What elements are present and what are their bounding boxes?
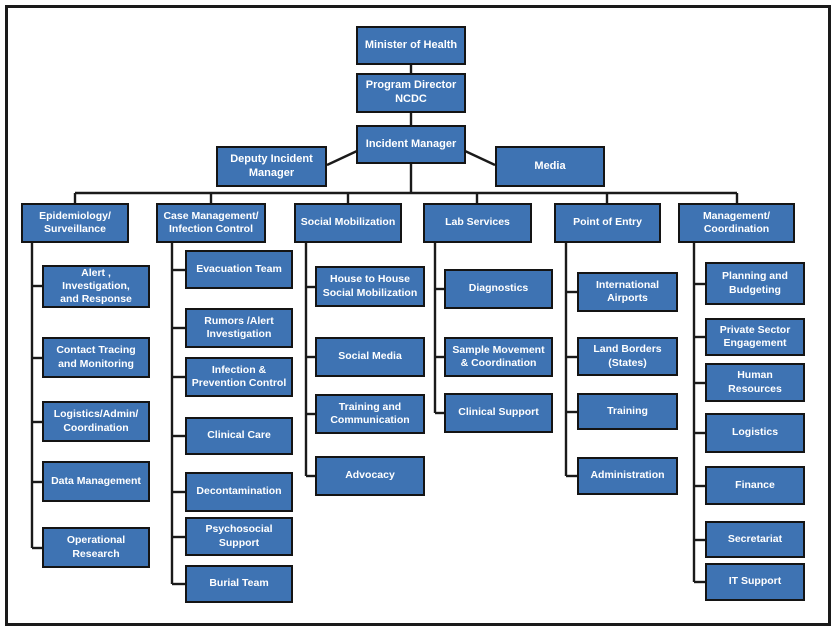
node-logistics: Logistics (705, 413, 805, 453)
node-header-social-mobilization: Social Mobilization (294, 203, 402, 243)
node-land-borders-states: Land Borders (States) (577, 337, 678, 376)
node-contact-tracing-monitoring: Contact Tracing and Monitoring (42, 337, 150, 378)
node-administration: Administration (577, 457, 678, 495)
node-incident-manager: Incident Manager (356, 125, 466, 164)
node-social-media: Social Media (315, 337, 425, 377)
node-media: Media (495, 146, 605, 187)
node-human-resources: Human Resources (705, 363, 805, 402)
node-rumors-alert-investigation: Rumors /Alert Investigation (185, 308, 293, 348)
node-secretariat: Secretariat (705, 521, 805, 558)
node-sample-movement-coordination: Sample Movement & Coordination (444, 337, 553, 377)
node-header-management-coordination: Management/ Coordination (678, 203, 795, 243)
node-training: Training (577, 393, 678, 430)
node-logistics-admin-coordination: Logistics/Admin/ Coordination (42, 401, 150, 442)
node-program-director-ncdc: Program Director NCDC (356, 73, 466, 113)
node-training-and-communication: Training and Communication (315, 394, 425, 434)
node-header-point-of-entry: Point of Entry (554, 203, 661, 243)
node-deputy-incident-manager: Deputy Incident Manager (216, 146, 327, 187)
node-infection-prevention-control: Infection & Prevention Control (185, 357, 293, 397)
node-psychosocial-support: Psychosocial Support (185, 517, 293, 556)
node-decontamination: Decontamination (185, 472, 293, 512)
node-data-management: Data Management (42, 461, 150, 502)
node-clinical-care: Clinical Care (185, 417, 293, 455)
node-header-lab-services: Lab Services (423, 203, 532, 243)
node-operational-research: Operational Research (42, 527, 150, 568)
node-header-case-management-infection-control: Case Management/ Infection Control (156, 203, 266, 243)
node-finance: Finance (705, 466, 805, 505)
node-planning-and-budgeting: Planning and Budgeting (705, 262, 805, 305)
node-header-epidemiology-surveillance: Epidemiology/ Surveillance (21, 203, 129, 243)
node-diagnostics: Diagnostics (444, 269, 553, 309)
node-evacuation-team: Evacuation Team (185, 250, 293, 289)
node-it-support: IT Support (705, 563, 805, 601)
node-burial-team: Burial Team (185, 565, 293, 603)
node-minister-of-health: Minister of Health (356, 26, 466, 65)
node-advocacy: Advocacy (315, 456, 425, 496)
node-alert-investigation-response: Alert , Investigation, and Response (42, 265, 150, 308)
node-private-sector-engagement: Private Sector Engagement (705, 318, 805, 356)
node-international-airports: International Airports (577, 272, 678, 312)
node-house-to-house-social-mobilization: House to House Social Mobilization (315, 266, 425, 307)
node-clinical-support: Clinical Support (444, 393, 553, 433)
